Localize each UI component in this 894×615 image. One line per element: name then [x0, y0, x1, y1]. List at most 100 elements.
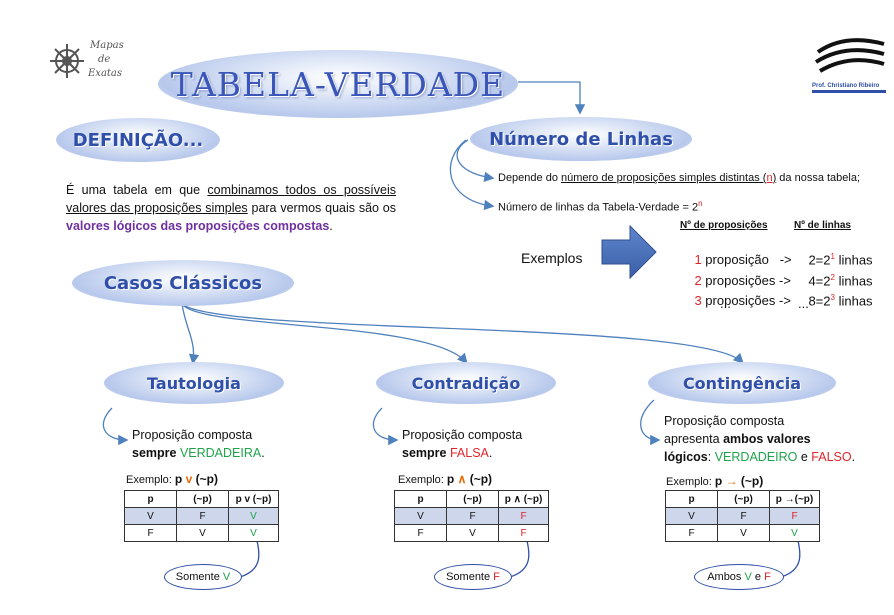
row-1-sup: 1 [830, 252, 835, 261]
table-row: F V V [665, 524, 820, 542]
contingencia-heading: Contingência [682, 373, 802, 393]
contradicao-desc-value: FALSA [449, 446, 489, 460]
taut-desc-curve [102, 407, 129, 446]
linhas-item-1: Depende do número de proposições simples… [498, 172, 860, 184]
contingencia-desc-line1: Proposição composta [664, 414, 785, 428]
linhas-example-row-3-result: 8=23 linhas [794, 278, 873, 323]
contradicao-pill: Somente F [434, 564, 512, 590]
table-cell: V [446, 524, 499, 542]
row-1-text: proposição -> [701, 252, 792, 267]
exemplos-label: Exemplos [521, 250, 583, 266]
contingencia-pill-v: V [744, 571, 752, 583]
row-2-result: 4=2 [808, 273, 831, 289]
row-2-text: proposições -> [701, 273, 791, 288]
table-row: F V F [394, 524, 549, 542]
contingencia-exemplo: Exemplo: p → (~p) [666, 474, 763, 488]
title-to-linhas-arrow [518, 81, 586, 115]
contingencia-exemplo-rest: (~p) [737, 474, 764, 488]
row-3-n: 3 [694, 293, 702, 308]
tautologia-table: p (~p) p v (~p) V F V F V V [124, 490, 279, 542]
linhas-item-1-a: Depende do [498, 172, 561, 184]
casos-heading: Casos Clássicos [103, 272, 263, 294]
table-row: V F F [665, 507, 820, 525]
table-cell: F [176, 507, 229, 525]
definicao-heading: DEFINIÇÃO... [72, 129, 204, 151]
linhas-item-2-text: Número de linhas da Tabela-Verdade = 2 [498, 201, 699, 214]
table-header: (~p) [176, 490, 229, 508]
contradicao-heading: Contradição [411, 373, 521, 393]
tautologia-desc-bold: sempre [132, 446, 180, 460]
casos-ellipse: Casos Clássicos [72, 260, 294, 306]
linhas-example-header-2: Nº de linhas [794, 220, 851, 231]
contradicao-exemplo-p: p [446, 472, 458, 486]
contradicao-exemplo-label: Exemplo: [398, 474, 447, 486]
tautologia-exemplo-rest: (~p) [192, 472, 218, 486]
casos-to-tautologia [181, 303, 200, 365]
table-cell: V [665, 507, 718, 525]
waves-icon [814, 38, 885, 73]
contingencia-ellipse: Contingência [648, 362, 836, 404]
tautologia-pill-value: V [222, 571, 231, 583]
definicao-text-part2: para vermos quais são os [247, 201, 396, 215]
linhas-example-row-1: 1 proposição -> [680, 237, 792, 282]
table-cell: F [498, 524, 549, 542]
definicao-ellipse: DEFINIÇÃO... [56, 118, 220, 162]
table-cell: V [394, 507, 447, 525]
table-cell: F [446, 507, 499, 525]
table-cell: F [717, 507, 770, 525]
contingencia-desc-3-e: e [797, 450, 812, 464]
tautologia-ellipse: Tautologia [104, 362, 284, 404]
contingencia-desc-3: : [707, 450, 715, 464]
page-title: TABELA-VERDADE [170, 64, 506, 104]
linhas-item-1-u: número de proposições simples distintas … [561, 172, 767, 184]
contradicao-desc-line1: Proposição composta [402, 428, 523, 442]
tautologia-desc-value: VERDADEIRA [179, 446, 262, 460]
linhas-example-ellipsis-1: ... [720, 296, 731, 311]
table-cell: V [176, 524, 229, 542]
table-cell: F [124, 524, 177, 542]
contingencia-exemplo-p: p [714, 474, 726, 488]
linhas-curve-1 [456, 139, 495, 182]
tautologia-exemplo: Exemplo: p v (~p) [126, 472, 218, 486]
table-row: V F F [394, 507, 549, 525]
linhas-example-row-1-result: 2=21 linhas [794, 237, 873, 282]
row-1-result: 2=2 [808, 252, 831, 268]
table-header: p [394, 490, 447, 508]
brand-name: Prof. Christiano Ribeiro [812, 83, 880, 89]
table-header: p ∧ (~p) [498, 490, 549, 508]
logo-line-1: Mapas [90, 40, 124, 51]
contingencia-desc-3-f: FALSO [811, 450, 852, 464]
linhas-item-2-sup: n [698, 199, 703, 208]
row-2-n: 2 [694, 273, 702, 288]
contradicao-desc-end: . [488, 446, 493, 460]
table-cell: F [769, 507, 820, 525]
logo-line-3: Exatas [88, 68, 123, 79]
title-ellipse: TABELA-VERDADE [158, 50, 518, 118]
row-3-unit: linhas [834, 293, 873, 309]
linhas-ellipse: Número de Linhas [470, 117, 692, 161]
table-cell: V [228, 524, 279, 542]
contingencia-desc-line3: lógicos: VERDADEIRO e FALSO. [664, 448, 855, 466]
table-header: p v (~p) [228, 490, 279, 508]
contingencia-table: p (~p) p →(~p) V F F F V V [665, 490, 820, 542]
linhas-curve-2 [449, 139, 495, 211]
row-2-sup: 2 [830, 273, 835, 282]
tautologia-desc-line1: Proposição composta [132, 428, 253, 442]
table-cell: V [228, 507, 279, 525]
cont-desc-curve [640, 399, 661, 446]
table-header: (~p) [717, 490, 770, 508]
row-1-unit: linhas [834, 252, 873, 268]
linhas-example-row-2-result: 4=22 linhas [794, 258, 872, 303]
linhas-heading: Número de Linhas [489, 128, 673, 150]
table-header-row: p (~p) p v (~p) [124, 490, 279, 508]
tautologia-exemplo-label: Exemplo: [126, 474, 175, 486]
definicao-text-underlined: combinamos todos os possíveis valores da… [66, 183, 397, 215]
contradicao-ellipse: Contradição [376, 362, 556, 404]
brand-logo: Prof. Christiano Ribeiro [812, 36, 890, 93]
table-cell: V [769, 524, 820, 542]
contradicao-pill-text: Somente [446, 571, 494, 583]
tautologia-heading: Tautologia [147, 373, 241, 393]
contr-desc-curve [372, 407, 399, 446]
contingencia-desc: Proposição composta apresenta ambos valo… [664, 412, 855, 466]
linhas-item-1-b: da nossa tabela; [776, 172, 861, 184]
